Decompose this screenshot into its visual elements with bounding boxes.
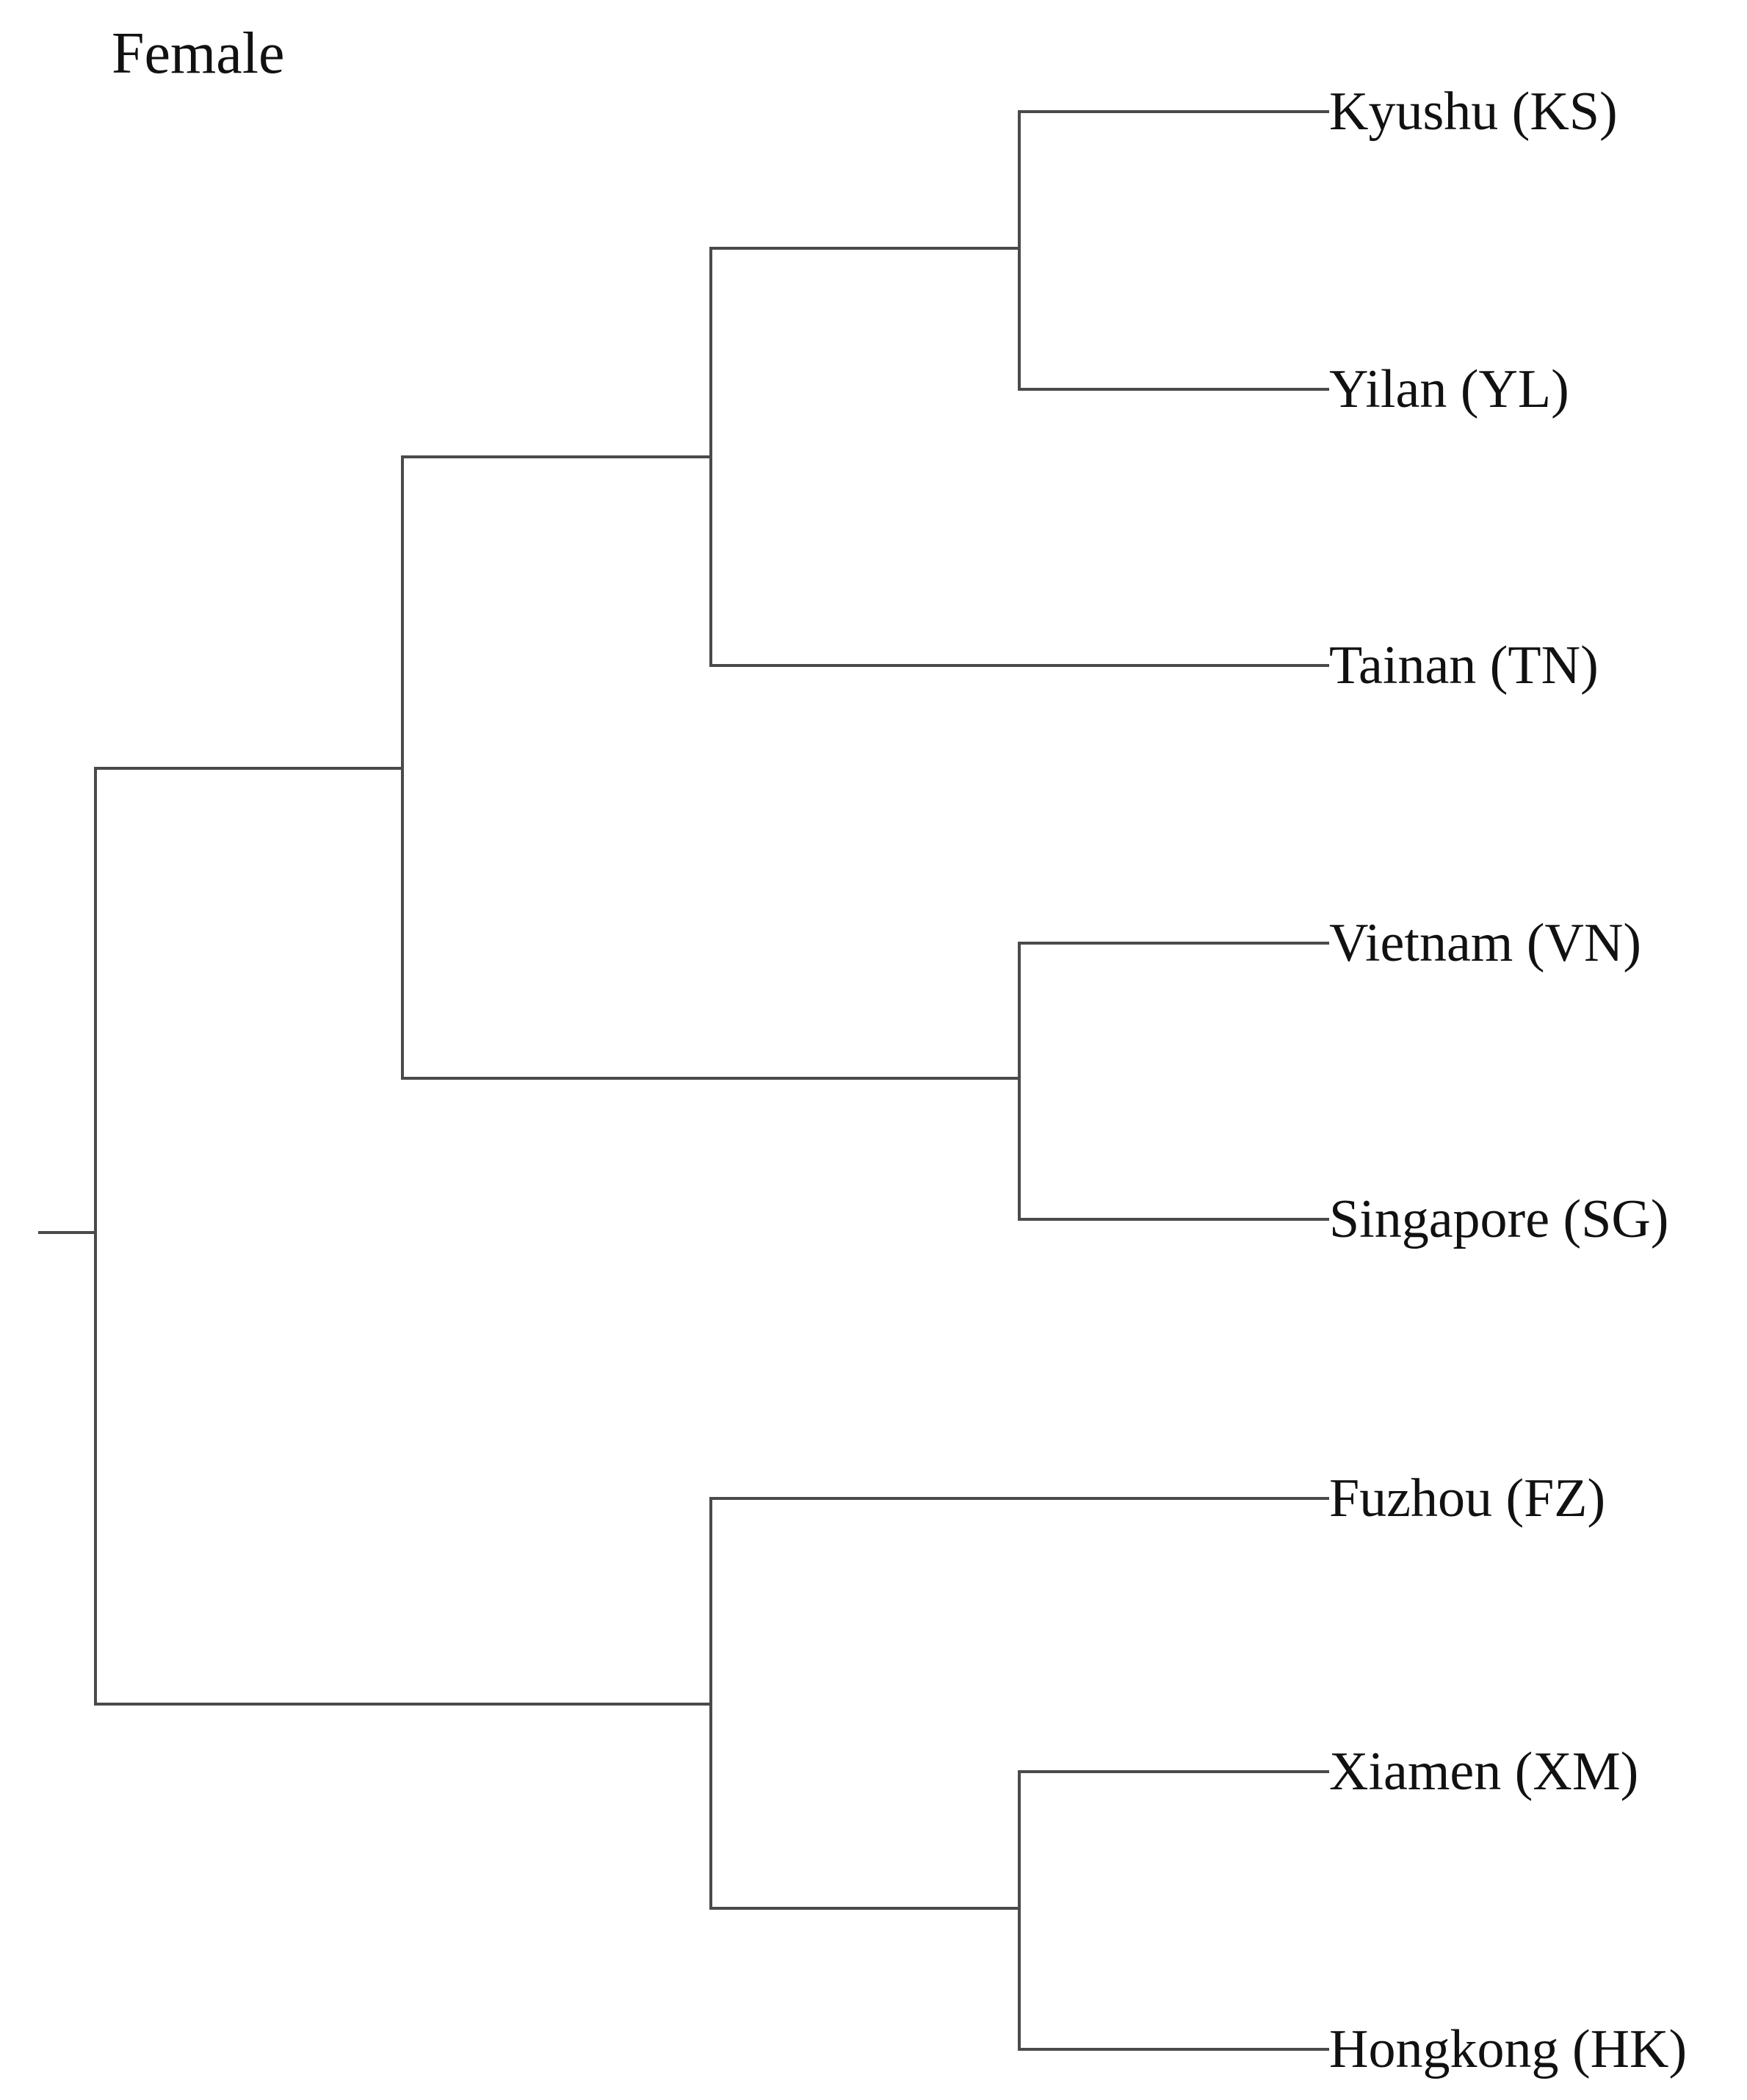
leaf-label-fz: Fuzhou (FZ) bbox=[1329, 1468, 1606, 1529]
leaf-label-ks: Kyushu (KS) bbox=[1329, 82, 1618, 142]
leaf-label-sg: Singapore (SG) bbox=[1329, 1189, 1669, 1249]
leaf-label-vn: Vietnam (VN) bbox=[1329, 913, 1642, 973]
leaf-label-xm: Xiamen (XM) bbox=[1329, 1742, 1639, 1802]
leaf-label-yl: Yilan (YL) bbox=[1329, 359, 1569, 419]
diagram-title: Female bbox=[112, 21, 285, 86]
dendrogram-branches bbox=[38, 110, 1329, 2051]
leaf-label-hk: Hongkong (HK) bbox=[1329, 2019, 1688, 2079]
leaf-label-tn: Tainan (TN) bbox=[1329, 635, 1599, 696]
